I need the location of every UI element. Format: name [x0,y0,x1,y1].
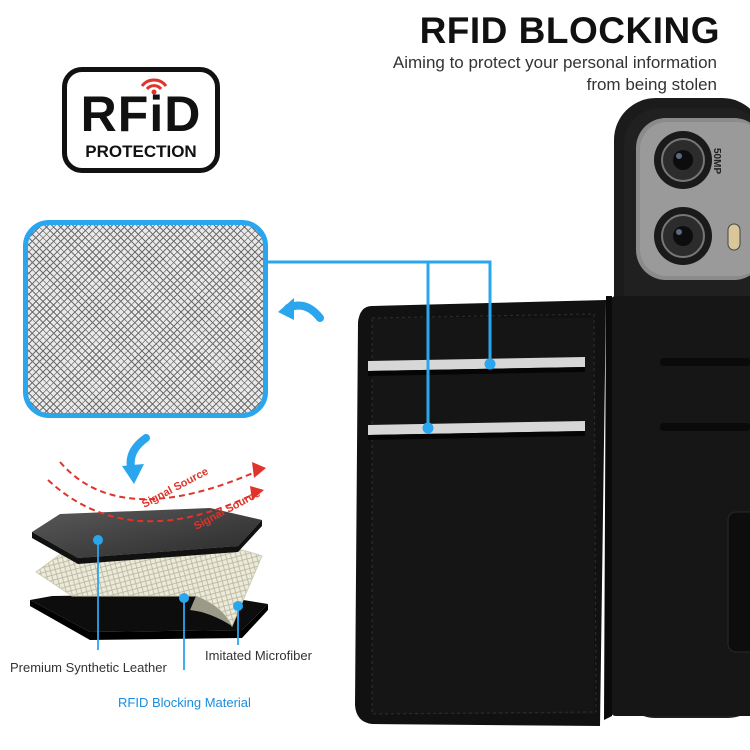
camera-lens-bottom [654,207,712,265]
rfid-protection-badge: RFiD PROTECTION [62,67,220,173]
wifi-signal-icon [140,78,168,95]
badge-protection-text: PROTECTION [85,142,197,161]
curved-arrow-left-icon [278,298,324,322]
label-premium-synthetic-leather: Premium Synthetic Leather [10,660,167,675]
headline-title: RFID BLOCKING [419,10,720,51]
subtitle-line-1: Aiming to protect your personal informat… [392,53,717,72]
label-imitated-microfiber: Imitated Microfiber [205,648,312,663]
flash-icon [727,223,741,251]
headline-subtitle: Aiming to protect your personal informat… [360,52,717,96]
wallet-body [355,296,750,726]
callout-lines [268,260,496,434]
camera-mp-label: 50MP [711,148,722,175]
badge-rfid-text: RFiD [80,86,202,142]
label-rfid-blocking-material: RFID Blocking Material [118,695,251,710]
curved-arrow-down-icon [122,434,150,484]
subtitle-line-2: from being stolen [586,75,717,94]
rfid-mesh-swatch [23,220,268,418]
camera-lens-top [654,131,712,189]
layer-diagram [30,461,268,670]
